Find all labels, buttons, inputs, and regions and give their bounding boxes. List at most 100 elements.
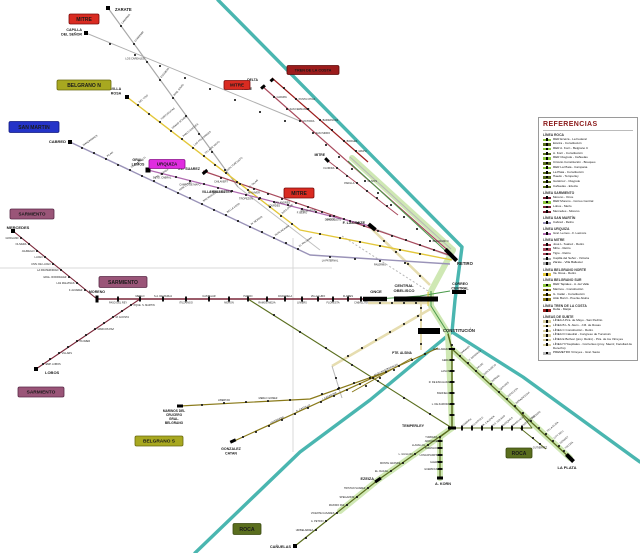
station-label: UNIV. DE LUJAN <box>31 263 50 266</box>
rail-line <box>202 170 453 257</box>
station-label: EMP. LOBOS <box>46 363 61 366</box>
station-label: MAXIMO PAZ <box>329 504 345 507</box>
station-marker <box>189 180 191 182</box>
station-label: TURDERA <box>425 436 437 439</box>
station-marker <box>325 520 327 522</box>
station-marker <box>552 440 554 442</box>
line-badge-label: BELGRANO S <box>143 439 176 445</box>
station-marker <box>130 304 132 306</box>
station-label: MARCOS PAZ <box>98 328 115 331</box>
legend-item-label: José L. Suárez - Retiro <box>553 241 585 246</box>
terminal-bar <box>360 296 362 302</box>
station-marker <box>209 88 211 90</box>
station-marker <box>261 231 263 233</box>
station-marker <box>329 256 331 258</box>
station-label: HAEDO <box>244 295 253 298</box>
station-label: GONNET <box>559 435 569 444</box>
station-label: HURLINGHAM <box>274 225 289 237</box>
line-badge <box>98 276 148 288</box>
station-label: TORTUGUITAS <box>160 107 176 121</box>
station-marker <box>355 150 357 152</box>
legend-line-swatch <box>543 205 551 209</box>
legend-item-label: Ezeiza - Constitución <box>553 141 582 146</box>
legend-line-swatch <box>543 157 551 160</box>
terminal-bar <box>347 296 349 302</box>
station-label: CAMPANA <box>121 13 131 25</box>
line-badge <box>232 523 262 535</box>
station-label: SAN ISIDRO <box>316 132 331 135</box>
terminal-bar <box>471 425 473 431</box>
station-marker <box>356 182 358 184</box>
station-marker <box>539 443 541 445</box>
station-marker <box>85 334 87 336</box>
station-marker <box>329 215 331 217</box>
station-marker <box>482 376 484 378</box>
station-marker <box>67 346 69 348</box>
terminal-bar <box>266 296 268 302</box>
station-label: SARANDI <box>460 345 471 355</box>
station-marker <box>159 65 161 67</box>
station-marker <box>281 198 283 200</box>
line-badge-label: MITRE <box>76 17 92 23</box>
station-label: MERLO GOMEZ <box>259 397 278 400</box>
station-marker <box>224 169 226 171</box>
station-marker <box>294 413 296 415</box>
map-label: ZARATE <box>115 7 132 12</box>
station-marker <box>377 380 379 382</box>
legend-title: REFERENCIAS <box>543 121 633 131</box>
station-marker <box>189 197 191 199</box>
station-marker <box>403 302 405 304</box>
map-label: PTE. ALSINA <box>392 351 412 355</box>
station-marker <box>379 260 381 262</box>
terminal-bar <box>185 296 187 302</box>
station-marker <box>286 108 288 110</box>
station-label: PUNTA CHICA <box>299 98 316 101</box>
station-marker <box>312 132 314 134</box>
station-marker <box>364 180 366 182</box>
rail-line <box>126 96 453 261</box>
legend-item-label: LÍNEA D Catedral - Congreso de Tucumán <box>553 332 611 337</box>
legend-item: RER Moreno - Correo Central <box>543 199 633 204</box>
station-marker <box>320 401 322 403</box>
terminal-bar <box>177 404 183 408</box>
map-label: CAÑUELAS <box>270 544 292 549</box>
terminal-bar <box>363 296 387 302</box>
station-marker <box>530 420 532 422</box>
station-marker <box>217 187 219 189</box>
legend-line-swatch <box>543 138 551 142</box>
station-label: MAIPU <box>359 150 367 153</box>
station-label: EL TALAR <box>248 179 259 189</box>
station-marker <box>379 377 381 379</box>
legend-line-swatch <box>543 171 551 174</box>
station-label: AVELLANEDA <box>433 348 450 351</box>
legend-item-label: Aldo Bonzi - Puente Alsina <box>553 296 589 301</box>
station-marker <box>338 387 340 389</box>
station-label: LA FRATERNIDAD <box>37 269 58 272</box>
station-label: BERAZATEGUI <box>515 391 531 405</box>
station-marker <box>259 111 261 113</box>
station-marker <box>141 175 143 177</box>
legend-line-swatch <box>543 272 551 276</box>
legend-item-label: RER La Plata - Campana <box>553 164 588 169</box>
station-marker <box>192 147 194 149</box>
station-marker <box>291 223 293 225</box>
legend-line-swatch <box>543 261 551 265</box>
station-marker <box>181 138 183 140</box>
terminal-bar <box>452 290 466 294</box>
rail-line <box>69 141 451 265</box>
station-marker <box>231 190 233 192</box>
station-marker <box>267 193 269 195</box>
legend-item-label: RER A. Korn - Belgrano C <box>553 146 589 151</box>
line-badge <box>148 159 186 169</box>
line-badge <box>68 13 100 25</box>
terminal-bar <box>481 425 483 431</box>
station-marker <box>351 168 353 170</box>
legend-section-heading: LÍNEAS DE SUBTE <box>543 314 574 319</box>
station-label: BERNAL <box>491 374 501 383</box>
station-label: TRISTAN SUAREZ <box>344 487 366 490</box>
legend-line-swatch <box>543 232 551 235</box>
legend-line-swatch <box>543 243 551 246</box>
terminal-bar <box>145 167 151 173</box>
legend-item-label: Lobos - Merlo <box>553 203 572 208</box>
